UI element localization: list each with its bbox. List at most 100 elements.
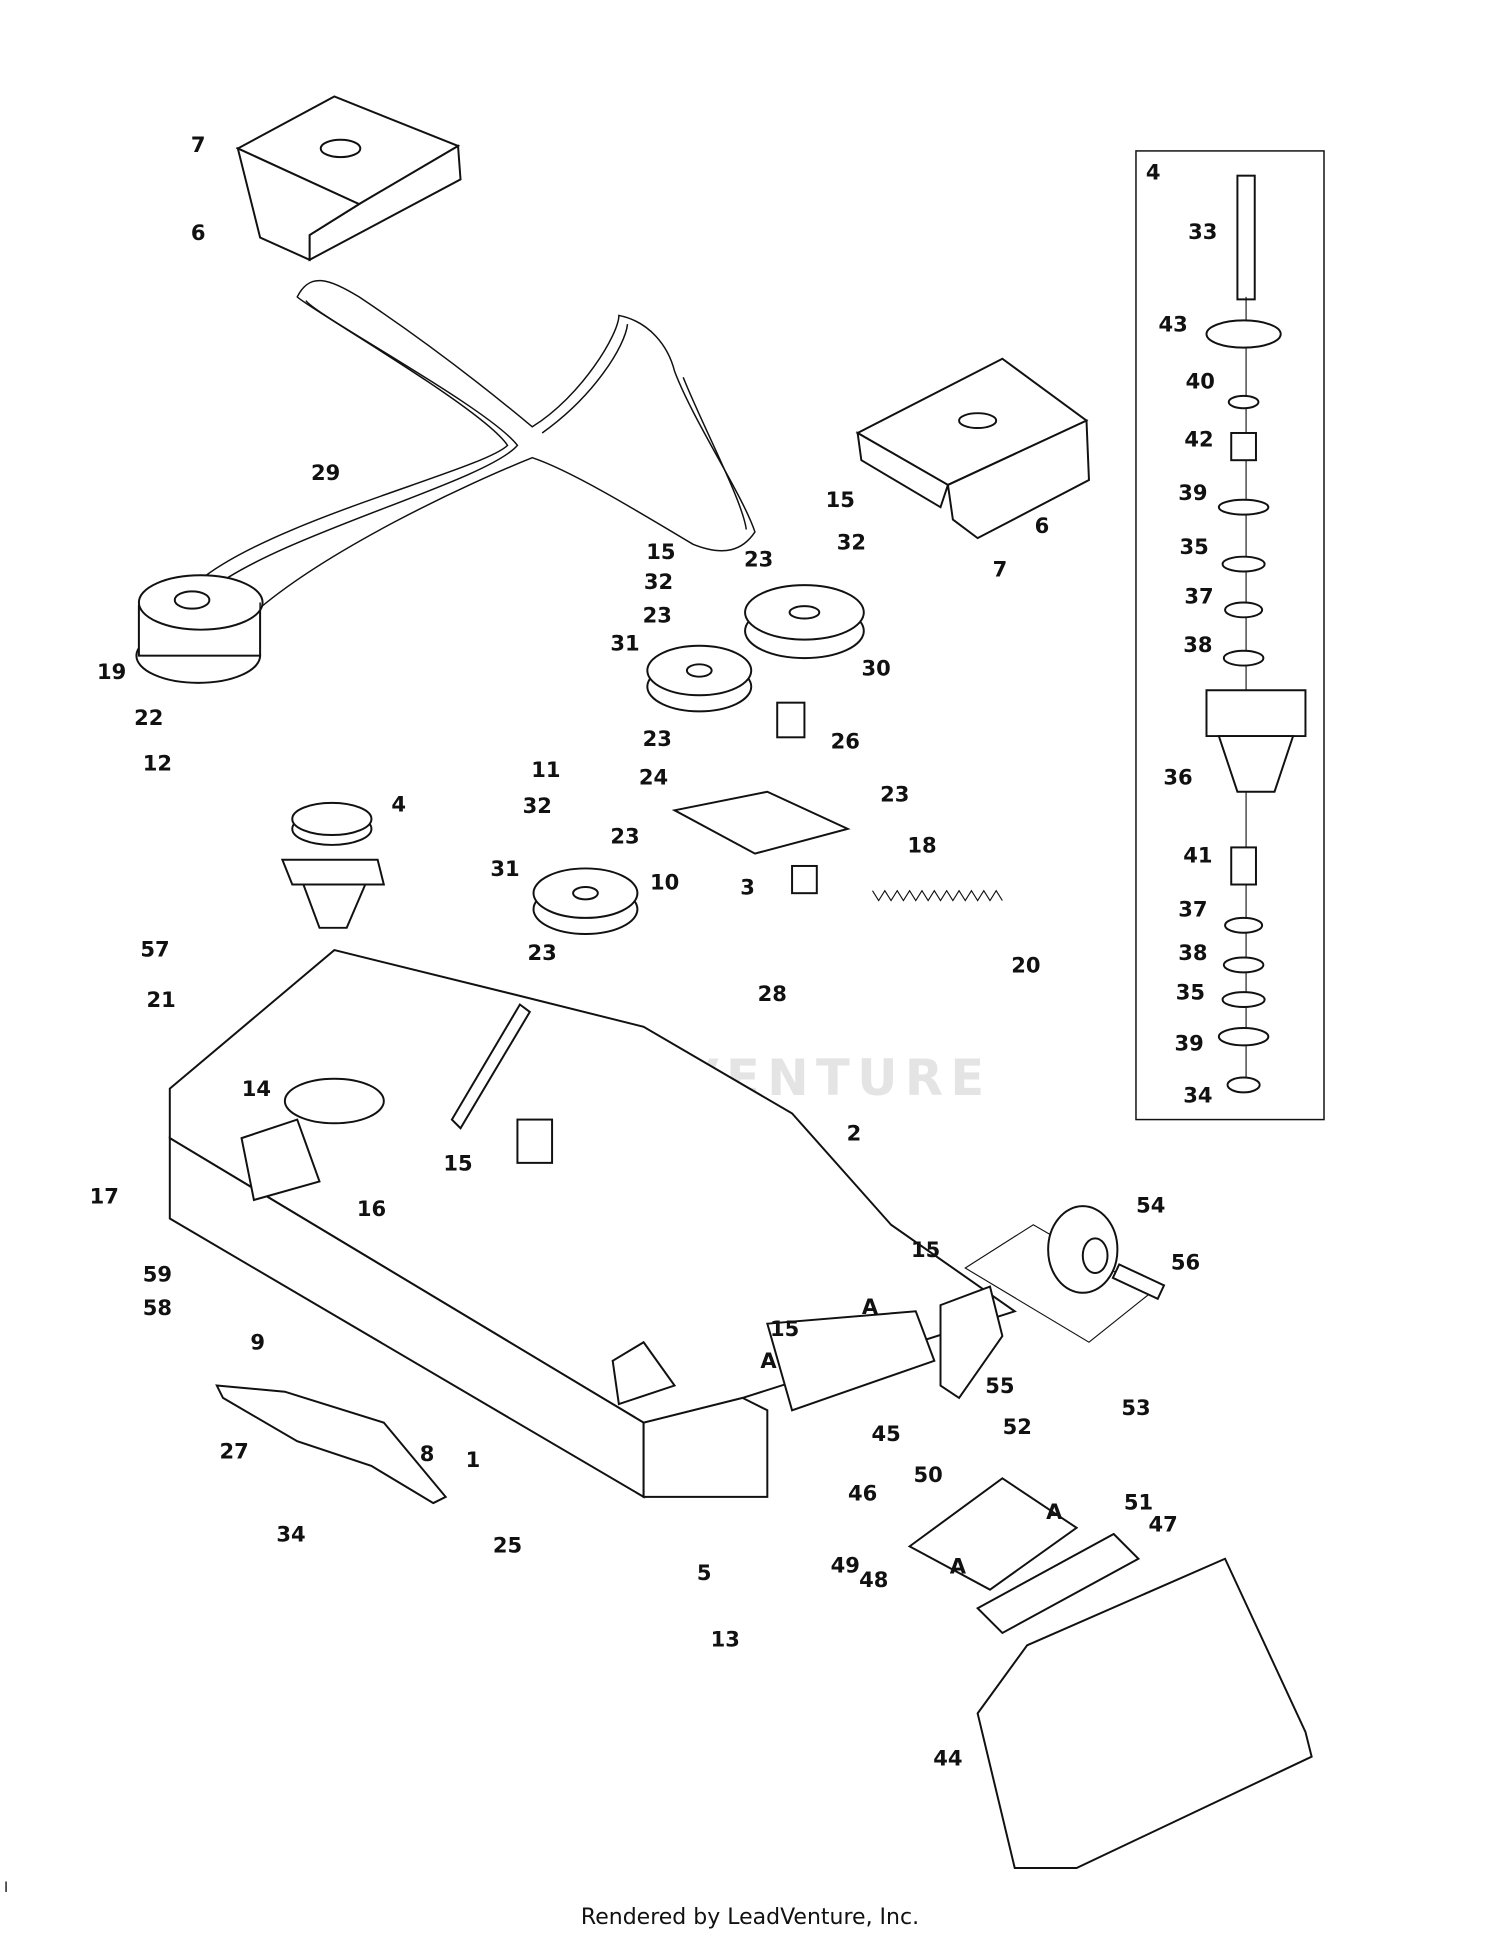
- part-callout: 44: [933, 1745, 962, 1770]
- part-callout: 32: [644, 569, 673, 594]
- part-callout: 8: [420, 1441, 435, 1466]
- part-callout: 34: [276, 1521, 305, 1546]
- inset-part-callout: 34: [1183, 1082, 1212, 1107]
- part-callout: 47: [1149, 1512, 1178, 1537]
- part-callout: 31: [490, 856, 519, 881]
- inset-part-callout: 35: [1176, 980, 1205, 1005]
- idler-pulleys: [532, 584, 865, 935]
- part-callout: 18: [907, 832, 936, 857]
- inset-part-callout: 39: [1175, 1030, 1204, 1055]
- part-callout: 15: [443, 1150, 472, 1175]
- part-callout: 45: [871, 1421, 900, 1446]
- part-callout: 19: [97, 659, 126, 684]
- part-callout: 24: [639, 764, 668, 789]
- inset-part-callout: 43: [1158, 312, 1187, 337]
- part-callout: 7: [191, 132, 206, 157]
- part-callout: 49: [831, 1552, 860, 1577]
- part-callout: 51: [1124, 1489, 1153, 1514]
- part-callout: 57: [140, 936, 169, 961]
- drive-belt: [197, 279, 756, 620]
- part-callout: 23: [528, 940, 557, 965]
- part-callout: 27: [220, 1439, 249, 1464]
- blade: [215, 1384, 448, 1505]
- part-callout: 23: [610, 824, 639, 849]
- part-callout: 14: [242, 1076, 271, 1101]
- part-callout: 21: [147, 987, 176, 1012]
- deck-bracket-left: [235, 95, 462, 262]
- part-callout: 54: [1136, 1192, 1165, 1217]
- part-callout: 46: [848, 1481, 877, 1506]
- inset-title: 4: [1146, 159, 1161, 184]
- part-callout: 15: [770, 1316, 799, 1341]
- inset-part-callout: 42: [1184, 427, 1213, 452]
- part-callout: 2: [847, 1121, 862, 1146]
- part-callout: 9: [250, 1330, 265, 1355]
- part-callout: 31: [610, 631, 639, 656]
- inset-callout-labels: 33 43 40 42 39 35 37 38 36 41 37 38 35 39 34: [1158, 219, 1217, 1107]
- part-callout: 29: [311, 460, 340, 485]
- discharge-chute: [907, 1477, 1313, 1870]
- part-callout: 7: [993, 556, 1008, 581]
- part-callout: 30: [862, 655, 891, 680]
- part-callout: 25: [493, 1533, 522, 1558]
- part-callout: 15: [646, 539, 675, 564]
- part-callout: 22: [134, 705, 163, 730]
- part-callout: 4: [391, 792, 406, 817]
- part-callout: 13: [711, 1627, 740, 1652]
- inset-part-callout: 41: [1183, 842, 1212, 867]
- clutch-pulley: [135, 574, 264, 684]
- inset-part-callout: 40: [1186, 368, 1215, 393]
- part-callout: 6: [1035, 513, 1050, 538]
- part-callout: A: [1046, 1499, 1063, 1524]
- inset-part-callout: 38: [1183, 632, 1212, 657]
- idler-arm: [671, 790, 851, 895]
- spindle-inset: 4: [1135, 150, 1325, 1121]
- deck-bracket-right: [855, 357, 1090, 540]
- mower-deck: [168, 949, 1017, 1499]
- part-callout: 55: [985, 1373, 1014, 1398]
- part-callout: 26: [831, 728, 860, 753]
- part-callout: 11: [531, 757, 560, 782]
- part-callout: A: [760, 1348, 777, 1373]
- inset-part-callout: 33: [1188, 219, 1217, 244]
- part-callout: 58: [143, 1295, 172, 1320]
- part-callout: 1: [466, 1447, 481, 1472]
- part-callout: 15: [911, 1237, 940, 1262]
- part-callout: 59: [143, 1262, 172, 1287]
- gauge-wheel: [964, 1205, 1166, 1343]
- part-callout: 20: [1011, 952, 1040, 977]
- part-callout: 12: [143, 751, 172, 776]
- inset-part-callout: 39: [1178, 480, 1207, 505]
- part-callout: 15: [826, 487, 855, 512]
- corner-mark: I: [4, 1880, 9, 1896]
- part-callout: 53: [1121, 1395, 1150, 1420]
- part-callout: 17: [90, 1184, 119, 1209]
- part-callout: 23: [880, 782, 909, 807]
- part-callout: 10: [650, 869, 679, 894]
- part-callout: 23: [744, 547, 773, 572]
- part-callout: 52: [1003, 1414, 1032, 1439]
- part-callout: 56: [1171, 1249, 1200, 1274]
- inset-part-callout: 38: [1178, 940, 1207, 965]
- part-callout: 32: [523, 793, 552, 818]
- part-callout: 3: [740, 874, 755, 899]
- part-callout: 23: [643, 726, 672, 751]
- part-callout: 6: [191, 220, 206, 245]
- part-callout: 50: [914, 1462, 943, 1487]
- footer-credit: Rendered by LeadVenture, Inc.: [580, 1905, 920, 1930]
- part-callout: 23: [643, 602, 672, 627]
- part-callout: 28: [758, 981, 787, 1006]
- part-callout: A: [862, 1294, 879, 1319]
- spring: [872, 889, 1003, 902]
- part-callout: 32: [837, 529, 866, 554]
- part-callout: A: [950, 1554, 967, 1579]
- part-callout: 16: [357, 1196, 386, 1221]
- inset-part-callout: 36: [1163, 764, 1192, 789]
- part-callout: 48: [859, 1567, 888, 1592]
- inset-part-callout: 35: [1179, 534, 1208, 559]
- inset-part-callout: 37: [1178, 897, 1207, 922]
- inset-part-callout: 37: [1184, 584, 1213, 609]
- part-callout: 5: [697, 1560, 712, 1585]
